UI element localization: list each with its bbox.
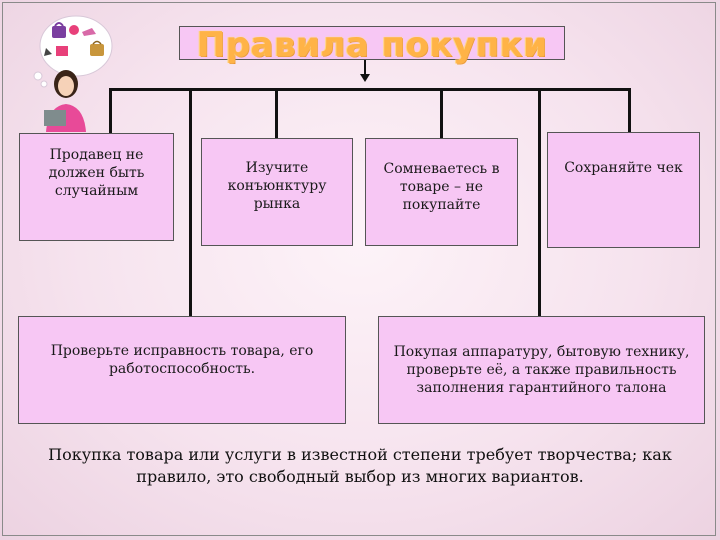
rule-box-check-goods: Проверьте исправность товара, его работо… <box>18 316 346 424</box>
connector-check-goods <box>189 88 192 316</box>
connector-receipt <box>628 88 631 132</box>
rule-text-seller: Продавец не должен быть случайным <box>48 147 145 200</box>
handbag-icon <box>52 22 66 38</box>
rule-text-receipt: Сохраняйте чек <box>564 160 683 176</box>
rule-box-receipt: Сохраняйте чек <box>547 132 700 248</box>
rule-box-seller: Продавец не должен быть случайным <box>19 133 174 241</box>
title-box: Правила покупки <box>179 25 565 65</box>
rule-text-market: Изучите конъюнктуру рынка <box>227 159 327 213</box>
rule-box-appliances: Покупая аппаратуру, бытовую технику, про… <box>378 316 705 424</box>
rule-box-market: Изучите конъюнктуру рынка <box>201 138 353 246</box>
rule-text-appliances: Покупая аппаратуру, бытовую технику, про… <box>393 343 690 397</box>
woman-figure <box>44 70 86 132</box>
rule-text-check-goods: Проверьте исправность товара, его работо… <box>50 342 314 377</box>
diagram-title: Правила покупки <box>196 25 548 65</box>
shopping-woman-clipart <box>33 15 113 132</box>
connector-seller <box>109 88 112 134</box>
connector-horizontal <box>109 88 631 91</box>
shoe-icon <box>44 28 96 56</box>
rule-text-doubt: Сомневаетесь в товаре – не покупайте <box>383 160 500 214</box>
connector-title-down <box>364 60 366 76</box>
bottom-caption: Покупка товара или услуги в известной ст… <box>48 445 672 486</box>
connector-doubt <box>440 88 443 138</box>
rule-box-doubt: Сомневаетесь в товаре – не покупайте <box>365 138 518 246</box>
connector-arrowhead <box>360 74 370 82</box>
connector-market <box>275 88 278 138</box>
connector-appliances <box>538 88 541 316</box>
